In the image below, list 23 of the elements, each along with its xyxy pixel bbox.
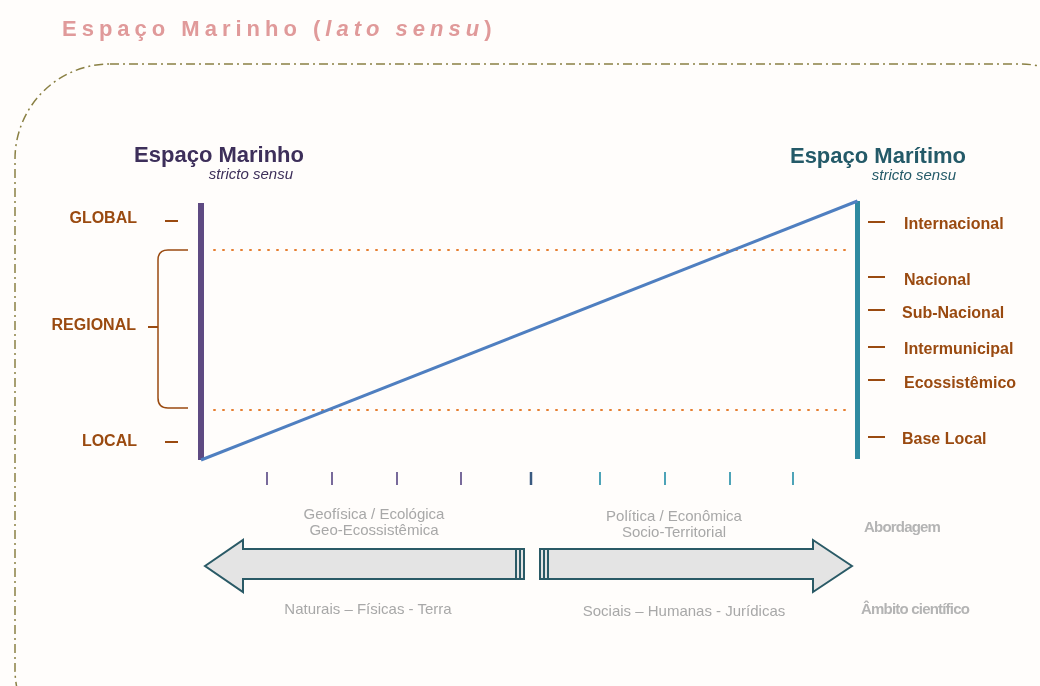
approach-text: Política / Econômica Socio-Territorial <box>605 508 743 540</box>
level-label: GLOBAL <box>69 209 137 227</box>
level-label: Internacional <box>904 215 1004 233</box>
field-text: Naturais – Físicas - Terra <box>283 601 453 617</box>
row-label: Abordagem <box>864 518 941 535</box>
level-label: Intermunicipal <box>904 340 1014 358</box>
title: Espaço Marinho (lato sensu) <box>62 16 497 42</box>
heading: Espaço Marinho <box>134 142 304 168</box>
subheading: stricto sensu <box>871 166 956 183</box>
vertical-bar <box>855 201 860 459</box>
level-label: REGIONAL <box>51 316 136 334</box>
level-label: Base Local <box>902 430 987 448</box>
row-label: Âmbito científico <box>861 600 970 617</box>
approach-text: Geofísica / Ecológica Geo-Ecossistêmica <box>302 506 446 538</box>
field-text: Sociais – Humanas - Jurídicas <box>581 603 787 619</box>
level-label: Ecossistêmico <box>904 374 1017 392</box>
connector-line <box>200 199 859 462</box>
level-label: Sub-Nacional <box>902 304 1005 322</box>
level-label: LOCAL <box>81 432 137 450</box>
subheading: stricto sensu <box>208 165 293 182</box>
level-label: Nacional <box>904 271 971 289</box>
heading: Espaço Marítimo <box>789 143 966 169</box>
vertical-bar <box>198 203 204 460</box>
